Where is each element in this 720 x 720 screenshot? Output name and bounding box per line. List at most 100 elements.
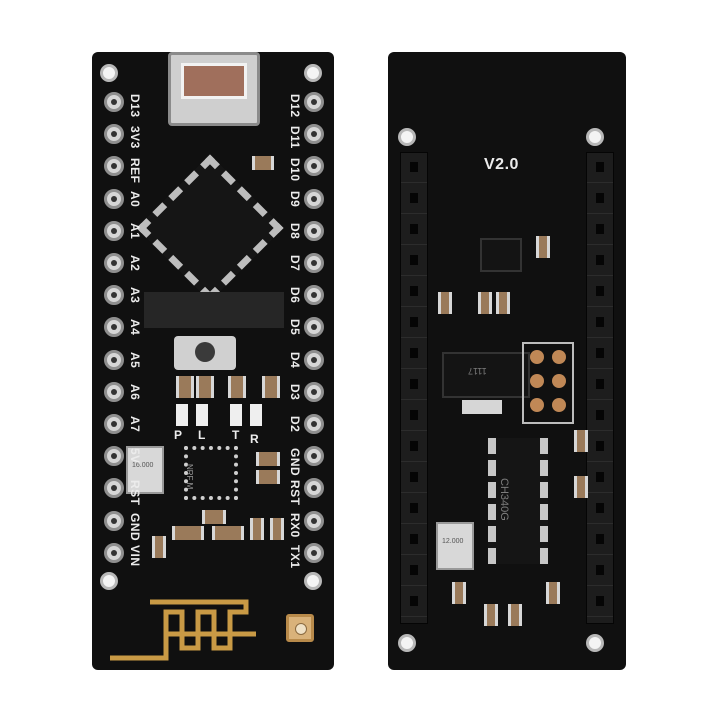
header-pin-pad[interactable] [104,92,124,112]
header-socket[interactable] [401,401,427,431]
header-socket[interactable] [401,153,427,183]
pin-label: RST [288,480,302,506]
header-pin-pad[interactable] [104,188,124,209]
left-female-header[interactable] [400,152,428,624]
header-pin-pad[interactable] [304,510,324,531]
header-socket[interactable] [401,215,427,245]
header-socket[interactable] [587,463,613,493]
ufl-antenna-connector[interactable] [286,614,314,642]
crystal-16mhz: 16.000 [126,446,164,494]
header-pin-pad[interactable] [304,285,324,306]
pin-label: D10 [288,158,302,182]
header-socket[interactable] [587,401,613,431]
header-socket[interactable] [587,153,613,183]
header-pin-pad[interactable] [104,381,124,402]
header-socket[interactable] [587,215,613,245]
smd-component [256,452,280,466]
header-pin-pad[interactable] [104,253,124,273]
header-pin-pad[interactable] [304,220,324,241]
header-pin-pad[interactable] [304,478,324,499]
header-socket[interactable] [401,432,427,462]
header-pin-pad[interactable] [304,124,324,145]
header-pin-pad[interactable] [104,414,124,434]
header-pin-pad[interactable] [304,349,324,370]
header-pin-pad[interactable] [304,542,324,563]
header-pin-pad[interactable] [304,156,324,177]
header-pin-pad[interactable] [104,220,124,241]
header-pin-pad[interactable] [304,414,324,434]
header-socket[interactable] [401,556,427,586]
pin-label: D12 [288,94,302,118]
header-pin-pad[interactable] [304,317,324,338]
header-pin-pad[interactable] [104,156,124,177]
header-socket[interactable] [587,494,613,524]
header-socket[interactable] [401,246,427,276]
header-pin-pad[interactable] [104,124,124,145]
reset-button[interactable] [174,336,236,370]
header-socket[interactable] [401,463,427,493]
header-socket[interactable] [401,308,427,338]
crystal-label: 12.000 [442,538,464,545]
smd-component [202,510,226,524]
header-pin-pad[interactable] [104,510,124,531]
header-pin-pad[interactable] [104,446,124,467]
right-female-header[interactable] [586,152,614,624]
header-socket[interactable] [587,525,613,555]
pin-label: A5 [128,351,142,368]
header-socket[interactable] [587,277,613,307]
header-pin-pad[interactable] [104,317,124,338]
icsp-pad-block [522,342,574,424]
pin-label: A0 [128,190,142,207]
header-socket[interactable] [587,184,613,214]
header-pin-pad[interactable] [304,446,324,467]
regulator-label: 1117 [468,366,487,376]
smd-component [250,518,264,540]
pin-label: D4 [288,351,302,368]
mounting-hole [586,634,604,652]
pin-label: D2 [288,416,302,433]
header-pin-pad[interactable] [304,188,324,209]
pin-label: GND [288,448,302,477]
header-pin-pad[interactable] [304,253,324,273]
mounting-hole [304,64,322,82]
pin-label: A2 [128,255,142,272]
header-pin-pad[interactable] [304,92,324,112]
pin-label: TX1 [288,544,302,569]
header-socket[interactable] [587,587,613,617]
header-socket[interactable] [401,339,427,369]
pin-label: VIN [128,544,142,567]
mcu-chip [136,154,284,302]
led [196,404,208,426]
header-socket[interactable] [401,587,427,617]
header-pin-pad[interactable] [104,349,124,370]
header-socket[interactable] [587,432,613,462]
smd-component [496,292,510,314]
header-socket[interactable] [587,246,613,276]
smd-component [196,376,214,398]
header-socket[interactable] [587,370,613,400]
smd-component [546,582,560,604]
pin-label: D5 [288,319,302,336]
header-pin-pad[interactable] [104,478,124,499]
voltage-regulator-ams1117: 1117 [442,352,530,398]
smd-component [478,292,492,314]
header-socket[interactable] [587,556,613,586]
header-pin-pad[interactable] [104,542,124,563]
header-socket[interactable] [401,494,427,524]
header-socket[interactable] [401,184,427,214]
header-socket[interactable] [587,308,613,338]
header-socket[interactable] [401,277,427,307]
mounting-hole [586,128,604,146]
smd-component [212,526,244,540]
header-socket[interactable] [587,339,613,369]
smd-component [252,156,274,170]
header-socket[interactable] [401,525,427,555]
header-pin-pad[interactable] [104,285,124,306]
header-socket[interactable] [401,370,427,400]
header-pin-pad[interactable] [304,381,324,402]
pin-label: GND [128,512,142,541]
micro-usb-port[interactable] [168,52,260,126]
pin-label: D9 [288,190,302,207]
pin-label: D3 [288,383,302,401]
